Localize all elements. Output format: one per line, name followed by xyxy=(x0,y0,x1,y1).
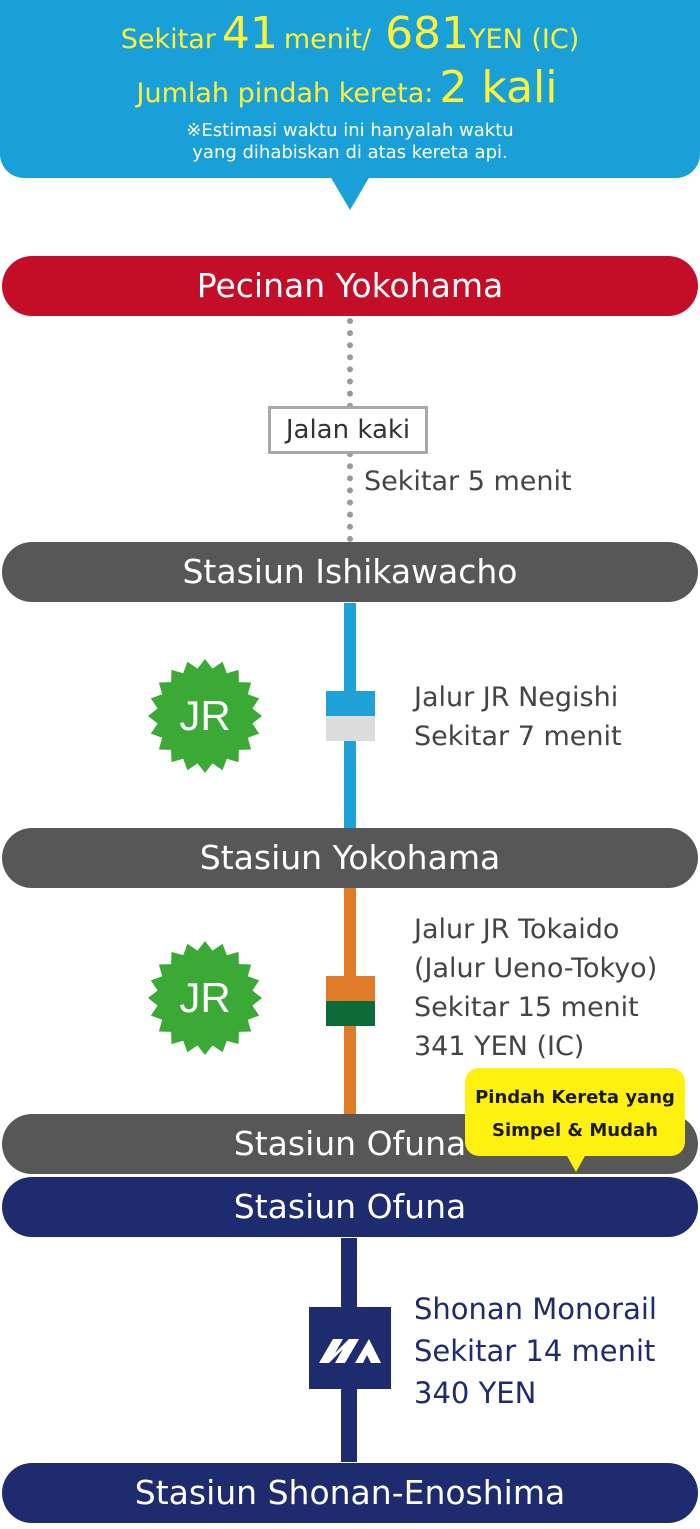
summary-note-line2: yang dihabiskan di atas kereta api. xyxy=(192,142,508,163)
monorail-line-name: Shonan Monorail xyxy=(414,1292,657,1326)
summary-prefix: Sekitar xyxy=(120,24,216,55)
transfer-label: Jumlah pindah kereta: xyxy=(136,78,434,109)
summary-pointer xyxy=(330,176,370,210)
transfer-note-bubble: Pindah Kereta yang Simpel & Mudah xyxy=(465,1068,685,1156)
station-yokohama: Stasiun Yokohama xyxy=(2,828,698,888)
transfer-note-line1: Pindah Kereta yang xyxy=(475,1087,675,1108)
station-end: Stasiun Shonan-Enoshima xyxy=(2,1463,698,1523)
monorail-fare: 340 YEN xyxy=(414,1376,537,1410)
station-ishikawacho: Stasiun Ishikawacho xyxy=(2,542,698,602)
summary-minutes-unit: menit/ xyxy=(283,24,372,55)
summary-fare-unit: YEN (IC) xyxy=(469,24,580,55)
jr-logo-icon: JR xyxy=(147,940,263,1056)
summary-note-line1: ※Estimasi waktu ini hanyalah waktu xyxy=(186,120,514,141)
station-ofuna-monorail: Stasiun Ofuna xyxy=(2,1177,698,1237)
walk-time: Sekitar 5 menit xyxy=(364,466,572,497)
transfer-count: 2 kali xyxy=(439,62,558,113)
tokaido-fare: 341 YEN (IC) xyxy=(414,1031,585,1062)
station-start: Pecinan Yokohama xyxy=(2,256,698,316)
walk-label: Jalan kaki xyxy=(268,406,428,454)
monorail-logo-icon xyxy=(309,1307,391,1389)
negishi-time: Sekitar 7 menit xyxy=(414,721,622,752)
tokaido-line-name: Jalur JR Tokaido xyxy=(414,914,620,945)
negishi-line-name: Jalur JR Negishi xyxy=(414,682,619,713)
summary-fare: 681 xyxy=(385,8,470,59)
jr-logo-icon: JR xyxy=(147,658,263,774)
jr-badge-text: JR xyxy=(179,692,230,739)
tokaido-time: Sekitar 15 menit xyxy=(414,992,639,1023)
monorail-info: Shonan Monorail Sekitar 14 menit 340 YEN xyxy=(414,1288,657,1414)
transfer-note-pointer xyxy=(566,1154,586,1172)
tokaido-line-subname: (Jalur Ueno-Tokyo) xyxy=(414,953,658,984)
monorail-time: Sekitar 14 menit xyxy=(414,1334,656,1368)
transfer-note-line2: Simpel & Mudah xyxy=(492,1120,658,1141)
summary-transfers: Jumlah pindah kereta:2 kali xyxy=(0,62,700,113)
tokaido-info: Jalur JR Tokaido (Jalur Ueno-Tokyo) Seki… xyxy=(414,910,657,1066)
jr-badge-text: JR xyxy=(179,974,230,1021)
negishi-line-mark xyxy=(326,691,375,741)
tokaido-line-mark xyxy=(326,976,375,1026)
negishi-info: Jalur JR Negishi Sekitar 7 menit xyxy=(414,678,622,756)
summary-minutes: 41 xyxy=(221,8,278,59)
